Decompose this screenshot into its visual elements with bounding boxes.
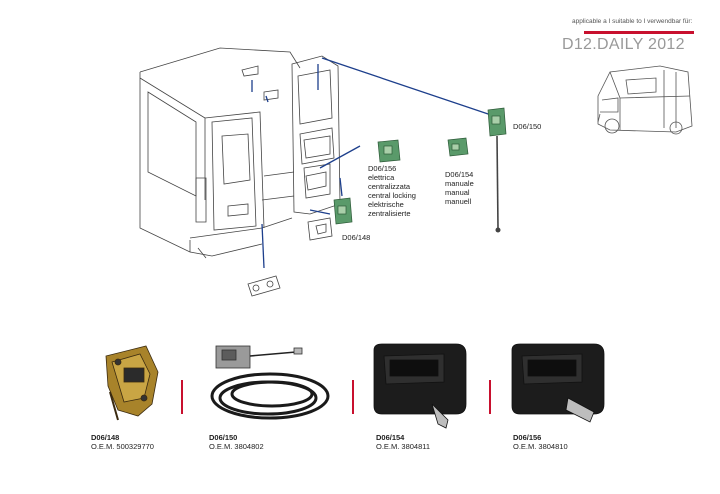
product-code: D06/154 [376,433,405,442]
label-d06-154: D06/154 manuale manual manuell [445,170,474,206]
product-oem: O.E.M. 3804811 [376,442,431,451]
product-caption-d06-148: D06/148 O.E.M. 500329770 [91,433,154,451]
label-d06-150: D06/150 [513,122,542,131]
separator [489,380,491,414]
product-caption-d06-156: D06/156 O.E.M. 3804810 [513,433,568,451]
header-accent-bar [584,31,694,34]
label-d06-156-line: D06/156 [368,164,397,173]
product-code: D06/150 [209,433,238,442]
label-d06-154-line: manuale [445,179,474,188]
label-d06-156-line: centralizzata [368,182,411,191]
separator [181,380,183,414]
applicable-label: applicable a I suitable to I verwendbar … [572,18,693,25]
label-d06-154-line: D06/154 [445,170,474,179]
product-oem: O.E.M. 3804810 [513,442,568,451]
label-d06-156-line: zentralisierte [368,209,411,218]
product-code: D06/156 [513,433,542,442]
product-caption-d06-154: D06/154 O.E.M. 3804811 [376,433,430,451]
model-title: D12.DAILY 2012 [562,36,685,53]
label-d06-154-line: manuell [445,197,472,206]
label-d06-156: D06/156 elettrica centralizzata central … [368,164,416,218]
product-code: D06/148 [91,433,120,442]
label-d06-148: D06/148 [342,233,371,242]
product-oem: O.E.M. 3804802 [209,442,264,451]
label-d06-154-line: manual [445,188,470,197]
product-caption-d06-150: D06/150 O.E.M. 3804802 [209,433,264,451]
label-d06-156-line: elettrica [368,173,395,182]
label-d06-156-line: central locking [368,191,416,200]
separator [352,380,354,414]
label-d06-156-line: elektrische [368,200,404,209]
product-oem: O.E.M. 500329770 [91,442,154,451]
